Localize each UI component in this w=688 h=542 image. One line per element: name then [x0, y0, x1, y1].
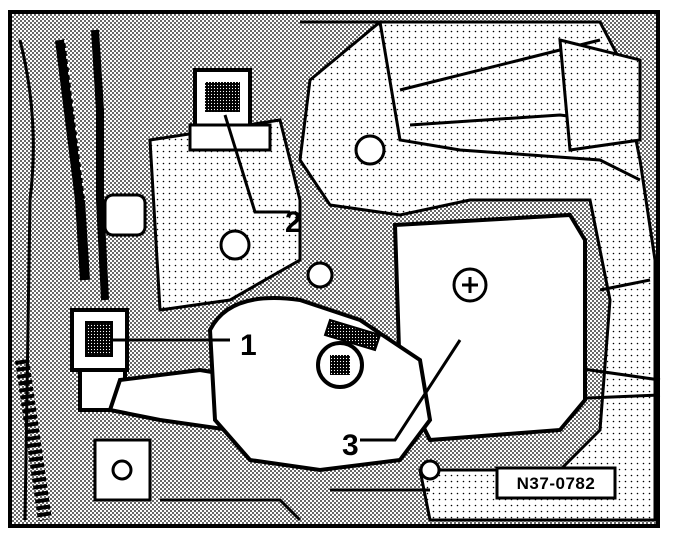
lower-detail — [93, 438, 441, 522]
sensor-item-2 — [188, 68, 272, 152]
reference-code-box: N37-0782 — [495, 466, 617, 500]
leader-line-2 — [223, 114, 290, 214]
engine-background — [298, 20, 661, 522]
leader-lines — [110, 114, 462, 442]
leader-line-3 — [360, 339, 462, 442]
actuator-housing — [207, 134, 433, 473]
callout-label-2: 2 — [285, 206, 302, 239]
wiring-harness — [15, 29, 147, 521]
reference-code: N37-0782 — [517, 474, 596, 493]
callout-label-1: 1 — [240, 329, 257, 362]
callout-label-3: 3 — [342, 429, 359, 462]
